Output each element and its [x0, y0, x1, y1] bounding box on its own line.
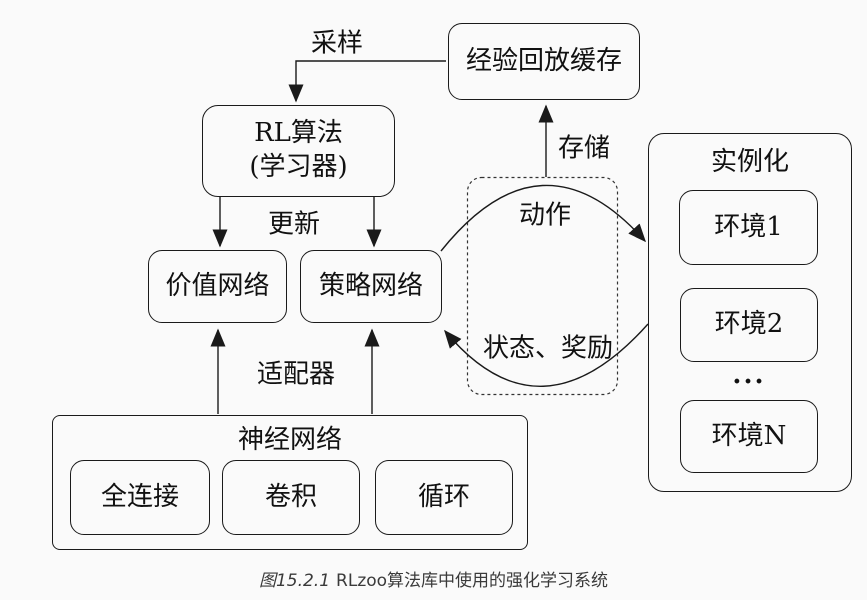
replay-buffer-label: 经验回放缓存	[465, 45, 622, 76]
update-label: 更新	[267, 209, 321, 240]
neural-network-title: 神经网络	[237, 425, 342, 455]
adapter-label: 适配器	[256, 359, 336, 390]
figure-number: 图15.2.1	[258, 571, 331, 591]
value-network-node: 价值网络	[148, 250, 287, 323]
instantiation-title: 实例化	[710, 147, 789, 177]
store-label: 存储	[557, 133, 611, 164]
rl-algorithm-line1: RL算法	[254, 118, 343, 149]
env2-node: 环境2	[680, 288, 818, 362]
sample-arrow	[288, 60, 446, 103]
env-ellipsis: ...	[732, 360, 766, 390]
env2-label: 环境2	[714, 309, 784, 340]
rl-algorithm-label: RL算法 (学习器)	[249, 117, 347, 185]
rl-algorithm-node: RL算法 (学习器)	[202, 105, 395, 197]
fully-connected-label: 全连接	[100, 481, 179, 512]
policy-network-node: 策略网络	[300, 250, 442, 323]
env1-node: 环境1	[679, 190, 818, 265]
action-label: 动作	[518, 200, 572, 231]
value-network-label: 价值网络	[165, 270, 270, 301]
recurrent-label: 循环	[417, 481, 470, 512]
state-reward-label: 状态、奖励	[482, 333, 614, 364]
sample-label: 采样	[310, 28, 364, 59]
rl-algorithm-line2: (学习器)	[249, 152, 348, 182]
recurrent-node: 循环	[375, 460, 513, 535]
envN-node: 环境N	[680, 400, 818, 473]
convolution-label: 卷积	[264, 481, 317, 512]
policy-network-label: 策略网络	[318, 270, 423, 301]
figure-title: RLzoo算法库中使用的强化学习系统	[336, 571, 609, 591]
convolution-node: 卷积	[222, 460, 360, 535]
replay-buffer-node: 经验回放缓存	[448, 23, 640, 100]
fully-connected-node: 全连接	[70, 460, 210, 535]
envN-label: 环境N	[711, 420, 787, 451]
env1-label: 环境1	[714, 211, 783, 242]
